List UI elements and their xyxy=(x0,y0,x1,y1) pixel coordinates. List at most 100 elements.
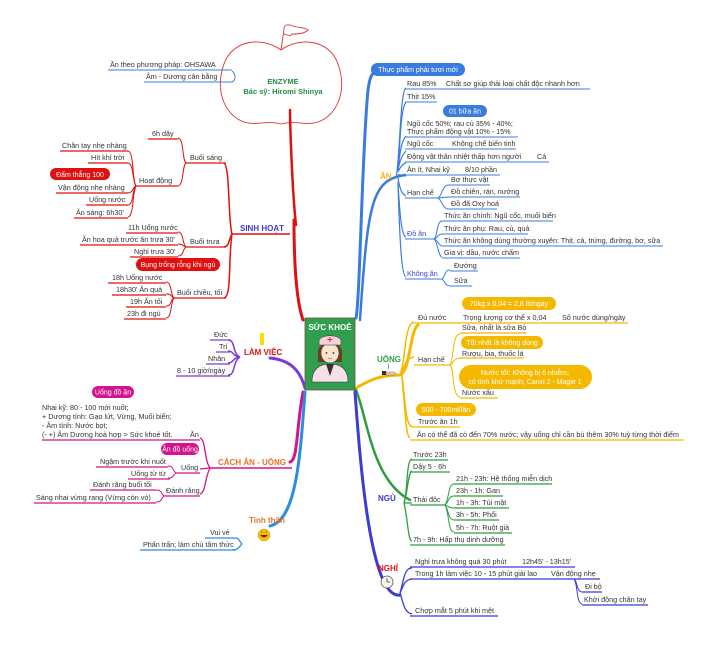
buoi-sang[interactable]: Buổi sáng xyxy=(190,153,222,162)
thai-doc-item[interactable]: 1h - 3h: Túi mật xyxy=(456,498,506,507)
lam-viec-item[interactable]: Đức xyxy=(214,330,228,339)
hoat-dong-item[interactable]: Vận động nhẹ nhàng xyxy=(58,183,125,192)
han-che-uong-item[interactable]: Rượu, bia, thuốc lá xyxy=(462,349,523,358)
khong-an-item[interactable]: Đường xyxy=(454,261,477,270)
van-dong-item[interactable]: Khởi động chân tay xyxy=(584,595,647,604)
apple-node[interactable]: ENZYME Bác sỹ: Hiromi Shinya xyxy=(219,24,343,125)
apple-outline xyxy=(219,41,343,125)
uong-han-che[interactable]: Hạn chế xyxy=(418,355,445,364)
an-line: + Dương tính: Gạo lứt, Vừng, Muối biển; xyxy=(42,412,172,421)
han-che-item[interactable]: Bơ thực vật xyxy=(451,175,489,184)
han-che-uong-item[interactable]: Sữa, nhất là sữa Bò xyxy=(462,323,526,332)
han-che-item[interactable]: Đồ chiên, rán, nướng xyxy=(451,187,519,196)
danh-rang[interactable]: Đánh răng xyxy=(166,486,200,495)
center-node[interactable]: SỨC KHOẺ xyxy=(304,317,356,391)
do-an-item[interactable]: Thức ăn không dùng thường xuyên: Thịt, c… xyxy=(444,236,660,245)
ngu-item[interactable]: Dậy 5 - 6h xyxy=(413,462,446,471)
an-item[interactable]: Ngũ cốc 50%; rau củ 35% - 40%; xyxy=(407,119,513,128)
branch-sinh-hoat: SINH HOẠT Buổi sáng 6h dậy Hoạt động Châ… xyxy=(50,129,290,320)
buoi-sang-item[interactable]: 6h dậy xyxy=(152,129,174,138)
an-item-khong-an[interactable]: Không ăn xyxy=(407,269,438,278)
do-an-item[interactable]: Gia vị: dầu, nước chấm xyxy=(444,248,519,257)
topic-lam-viec[interactable]: LÀM VIỆC xyxy=(244,348,282,357)
topic-cach-an-uong[interactable]: CÁCH ĂN - UỐNG xyxy=(218,457,286,467)
branch-tinh-than: Tinh thần Vui vẻ Phấn trấn; làm chủ tâm … xyxy=(140,516,285,551)
center-title: SỨC KHOẺ xyxy=(308,323,352,332)
an-line: (- +) Âm Dương hoà hợp > Sức khoẻ tốt. xyxy=(42,430,173,439)
han-che-uong-item[interactable]: Nước xấu xyxy=(462,388,494,397)
an-subitem[interactable]: 8/10 phần xyxy=(465,165,497,174)
thai-doc-item[interactable]: 21h - 23h: Hệ thống miễn dịch xyxy=(456,474,552,483)
lam-viec-item[interactable]: Trí xyxy=(219,342,228,351)
hoat-dong-item[interactable]: Ăn sáng: 6h30' xyxy=(76,208,124,217)
danh-rang-item[interactable]: Sáng nhai vừng rang (Vừng còn vỏ) xyxy=(36,493,151,502)
do-an-item[interactable]: Thức ăn phụ: Rau, củ, quả xyxy=(444,224,530,233)
do-an-item[interactable]: Thức ăn chính: Ngũ cốc, muối biển xyxy=(444,211,556,220)
uong-item[interactable]: Uống từ từ xyxy=(131,469,166,478)
thai-doc-item[interactable]: 5h - 7h: Ruột già xyxy=(456,523,509,532)
uong-du-nuoc-grandchild[interactable]: Số nước dùng/ngày xyxy=(562,313,626,322)
uong-du-nuoc-child[interactable]: Trọng lượng cơ thể x 0,04 xyxy=(463,313,547,322)
uong-item[interactable]: Ngậm trước khi nuốt xyxy=(100,457,166,466)
buoi-trua-item[interactable]: Ăn hoa quả trước ăn trưa 30' xyxy=(82,235,175,244)
an-subitem[interactable]: Chất sơ giúp thải loại chất độc nhanh hơ… xyxy=(446,79,580,88)
nghi-item[interactable]: Trong 1h làm việc 10 - 15 phút giải lao xyxy=(415,569,537,578)
buoi-trua[interactable]: Buổi trưa xyxy=(190,237,220,246)
hoat-dong-item[interactable]: Hít khí trời xyxy=(91,153,125,162)
buoi-chieu-item[interactable]: 23h đi ngủ xyxy=(127,309,161,318)
ngu-item[interactable]: Trước 23h xyxy=(413,450,447,459)
topic-sinh-hoat[interactable]: SINH HOẠT xyxy=(240,224,284,233)
nghi-subitem[interactable]: Vận động nhẹ xyxy=(551,569,596,578)
hoat-dong-item[interactable]: Chân tay nhẹ nhàng xyxy=(62,141,127,150)
topic-ngu[interactable]: NGỦ xyxy=(378,494,396,503)
an-subitem[interactable]: Cá xyxy=(537,152,546,161)
hoat-dong[interactable]: Hoạt động xyxy=(139,176,172,185)
nghi-item[interactable]: Chợp mắt 5 phút khi mệt xyxy=(415,606,494,615)
buoi-chieu-item[interactable]: 18h Uống nước xyxy=(112,273,163,282)
danh-rang-item[interactable]: Đánh răng buổi tối xyxy=(93,480,152,489)
thai-doc-item[interactable]: 23h - 1h: Gan xyxy=(456,486,500,495)
clock-icon xyxy=(380,575,394,589)
apple-item[interactable]: Ăn theo phương pháp: OHSAWA xyxy=(110,60,216,69)
buoi-trua-item[interactable]: Nghỉ trưa 30' xyxy=(134,247,176,256)
an-item[interactable]: Động vật thân nhiệt thấp hơn người xyxy=(407,152,522,161)
an-item-han-che[interactable]: Hạn chế xyxy=(407,188,434,197)
lam-viec-item[interactable]: Nhân xyxy=(208,354,225,363)
uong-note[interactable]: Ăn có thể đã có đến 70% nước; vậy uống c… xyxy=(417,430,679,439)
an-subitem[interactable]: Không chế biến tinh xyxy=(452,139,516,148)
buoi-chieu-item[interactable]: 19h Ăn tối xyxy=(130,297,163,306)
branch-uong: UỐNG Đủ nước 70kg x 0,04 = 2,8 lít/ngày … xyxy=(377,297,684,441)
topic-tinh-than[interactable]: Tinh thần xyxy=(249,516,285,525)
an-item[interactable]: Rau 85% xyxy=(407,79,437,88)
topic-nghi[interactable]: NGHỈ xyxy=(378,564,399,573)
nghi-item[interactable]: Nghỉ trưa không quá 30 phút xyxy=(415,557,507,566)
topic-an[interactable]: ĂN xyxy=(380,172,392,181)
buoi-chieu[interactable]: Buổi chiều, tối xyxy=(177,288,223,297)
cach-uong[interactable]: Uống xyxy=(181,463,198,472)
an-item[interactable]: Thịt 15% xyxy=(407,92,436,101)
tinh-than-item[interactable]: Phấn trấn; làm chủ tâm thức xyxy=(143,540,234,549)
buoi-chieu-item[interactable]: 18h30' Ăn quả xyxy=(116,285,162,294)
hoat-dong-item[interactable]: Uống nước xyxy=(89,195,126,204)
an-item-do-an[interactable]: Đồ ăn xyxy=(407,229,426,238)
uong-truoc-an[interactable]: Trước ăn 1h xyxy=(418,417,458,426)
an-item-line2[interactable]: Thực phẩm động vật 10% - 15% xyxy=(407,127,511,136)
callout-water-calc: 70kg x 0,04 = 2,8 lít/ngày xyxy=(470,301,549,308)
ngu-hap-thu[interactable]: 7h - 9h: Hấp thụ dinh dưỡng xyxy=(413,535,504,544)
topic-uong[interactable]: UỐNG xyxy=(377,354,401,364)
tinh-than-item[interactable]: Vui vẻ xyxy=(210,528,230,537)
uong-du-nuoc[interactable]: Đủ nước xyxy=(418,313,447,322)
ngu-thai-doc[interactable]: Thải độc xyxy=(413,495,441,504)
an-item[interactable]: Ăn ít, Nhai kỹ xyxy=(407,165,450,174)
cach-an[interactable]: Ăn xyxy=(190,430,199,439)
khong-an-item[interactable]: Sữa xyxy=(454,276,468,285)
apple-item[interactable]: Âm - Dương cân bằng xyxy=(146,72,217,81)
thai-doc-item[interactable]: 3h - 5h: Phổi xyxy=(456,510,497,519)
han-che-item[interactable]: Đồ đã Oxy hoá xyxy=(451,199,499,208)
van-dong-item[interactable]: Đi bộ xyxy=(585,582,602,591)
lam-viec-item[interactable]: 8 - 10 giờ/ngày xyxy=(177,366,226,375)
callout-bubble xyxy=(50,168,110,180)
nghi-subitem[interactable]: 12h45' - 13h15' xyxy=(522,557,572,566)
an-item[interactable]: Ngũ cốc xyxy=(407,139,434,148)
buoi-trua-item[interactable]: 11h Uống nước xyxy=(128,223,178,232)
